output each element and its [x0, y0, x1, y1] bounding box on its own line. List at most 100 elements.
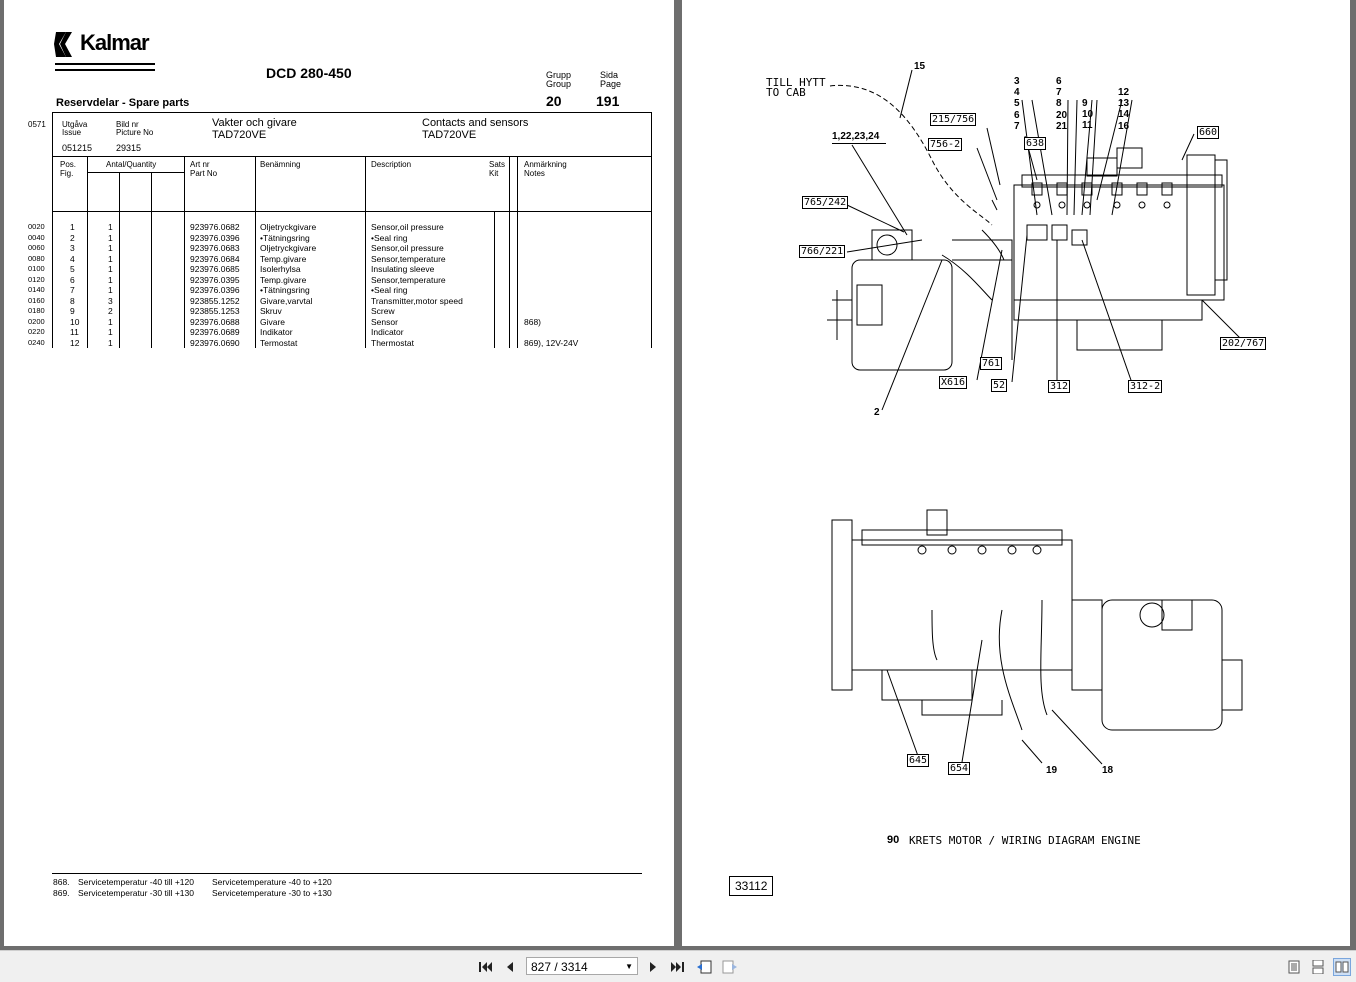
callout-number: 7	[1014, 120, 1020, 132]
cell-sv: Skruv	[260, 306, 282, 316]
callout-number: 3	[1014, 76, 1020, 87]
facing-view-icon	[1335, 961, 1349, 973]
cell-part: 923976.0684	[190, 253, 240, 264]
box-312-2: 312-2	[1128, 380, 1163, 393]
cell-part: 923976.0396	[190, 285, 240, 295]
box-52: 52	[991, 379, 1008, 392]
cell-pos: 3	[70, 243, 75, 253]
picture-value: 29315	[116, 143, 142, 153]
cell-part: 923855.1252	[190, 295, 240, 306]
cell-en: Screw	[371, 306, 395, 316]
callout-number: 10	[1082, 109, 1094, 121]
continuous-view-button[interactable]	[1309, 958, 1327, 976]
title-sv: Vakter och givare	[212, 117, 297, 129]
box-638: 638	[1024, 137, 1047, 150]
facing-view-button[interactable]	[1333, 958, 1351, 976]
footnote-en: Servicetemperature -40 to +120	[212, 877, 332, 887]
previous-page-icon	[507, 962, 513, 972]
subtitle-sv: TAD720VE	[212, 129, 267, 141]
col-artnr: Art nr	[190, 160, 210, 169]
footnote-en: Servicetemperature -30 to +130	[212, 887, 332, 898]
cell-sv: Temp.givare	[260, 274, 307, 285]
box-766-221: 766/221	[799, 245, 846, 258]
box-312: 312	[1048, 380, 1071, 393]
callout-number: 9	[1082, 98, 1088, 109]
callout-19: 19	[1046, 765, 1058, 776]
cell-note: 869), 12V-24V	[524, 337, 579, 348]
cell-en: •Seal ring	[371, 285, 408, 295]
box-660: 660	[1197, 126, 1220, 139]
cell-code: 0160	[28, 295, 45, 305]
col-sats: Sats	[489, 160, 506, 169]
last-page-button[interactable]	[668, 958, 686, 976]
page-number-select[interactable]: 827 / 3314 ▼	[526, 957, 638, 975]
callout-number: 8	[1056, 98, 1062, 110]
box-765-242: 765/242	[802, 196, 849, 209]
cell-pos: 11	[70, 327, 79, 337]
group-label-en: Group	[546, 79, 572, 89]
cell-qty: 1	[108, 285, 113, 295]
callout-number: 6	[1056, 76, 1062, 87]
callout-number: 6	[1014, 109, 1020, 121]
cell-code: 0040	[28, 232, 45, 242]
caption-text: KRETS MOTOR / WIRING DIAGRAM ENGINE	[909, 834, 1141, 847]
cell-sv: Givare,varvtal	[260, 295, 313, 306]
col-benamning: Benämning	[260, 160, 301, 169]
left-page: Kalmar DCD 280-450 Grupp Group 20 Sida P…	[4, 0, 674, 946]
cell-en: Thermostat	[371, 337, 414, 348]
box-756-2: 756-2	[928, 138, 963, 151]
callout-number: 7	[1056, 87, 1062, 99]
cell-code: 0100	[28, 264, 45, 273]
cell-part: 923976.0683	[190, 243, 240, 253]
footnote-num: 869.	[53, 887, 70, 898]
kalmar-logo-mark	[54, 32, 72, 57]
group-label-sv: Grupp	[546, 70, 572, 80]
cell-sv: •Tätningsring	[260, 232, 310, 243]
last-page-icon	[671, 962, 684, 972]
cell-qty: 1	[108, 253, 113, 264]
next-page-button[interactable]	[644, 958, 662, 976]
cell-qty: 1	[108, 274, 113, 285]
footnote-sv: Servicetemperatur -30 till +130	[78, 887, 194, 898]
cell-part: 923976.0682	[190, 222, 240, 232]
cell-qty: 1	[108, 243, 113, 253]
col-fig: Fig.	[60, 169, 74, 178]
engine-drawing-bottom	[831, 509, 1243, 765]
cell-qty: 1	[108, 316, 113, 327]
side-code: 0571	[28, 120, 46, 129]
cell-sv: Givare	[260, 316, 286, 327]
issue-label-en: Issue	[62, 128, 82, 137]
cell-sv: Oljetryckgivare	[260, 243, 317, 253]
model-title: DCD 280-450	[266, 65, 352, 81]
cell-part: 923855.1253	[190, 306, 240, 316]
cell-en: Sensor,oil pressure	[371, 243, 444, 253]
callout-18: 18	[1102, 765, 1114, 776]
callout-2: 2	[874, 407, 880, 418]
go-forward-view-icon	[722, 960, 737, 974]
previous-page-button[interactable]	[501, 958, 519, 976]
cell-note: 868)	[524, 316, 542, 327]
go-back-view-button[interactable]	[695, 958, 713, 976]
box-202-767: 202/767	[1220, 337, 1267, 350]
page-label-sv: Sida	[600, 70, 619, 80]
single-page-view-button[interactable]	[1285, 958, 1303, 976]
cell-qty: 3	[108, 295, 113, 306]
first-page-button[interactable]	[477, 958, 495, 976]
cell-part: 923976.0688	[190, 316, 240, 327]
go-forward-view-button[interactable]	[721, 958, 739, 976]
cell-pos: 6	[70, 274, 75, 285]
cell-en: Sensor,oil pressure	[371, 222, 444, 232]
engine-drawing-top	[827, 69, 1243, 411]
issue-value: 051215	[62, 143, 93, 153]
cell-sv: •Tätningsring	[260, 285, 310, 295]
